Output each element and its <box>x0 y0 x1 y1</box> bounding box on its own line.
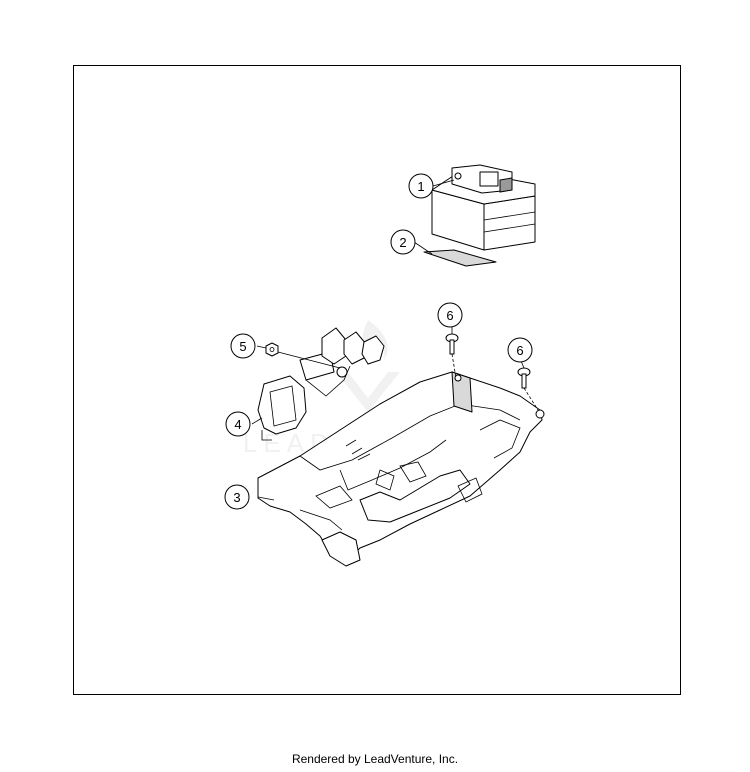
screw-part-b <box>517 367 531 389</box>
diagram-frame <box>73 65 681 695</box>
callout-4-label: 4 <box>234 417 241 432</box>
battery-holder-part <box>257 371 545 567</box>
callout-4: 4 <box>225 411 251 437</box>
battery-part <box>431 164 536 251</box>
callout-6b-label: 6 <box>516 343 523 358</box>
callout-1-label: 1 <box>417 179 424 194</box>
nut-part <box>265 342 279 357</box>
callout-5-label: 5 <box>239 339 246 354</box>
callout-6a: 6 <box>437 302 463 328</box>
callout-1: 1 <box>408 173 434 199</box>
callout-2-label: 2 <box>399 235 406 250</box>
callout-6b: 6 <box>507 337 533 363</box>
screw-part-a <box>445 333 459 355</box>
callout-6a-label: 6 <box>446 308 453 323</box>
battery-pad-part <box>423 249 497 267</box>
callout-3-label: 3 <box>233 490 240 505</box>
callout-2: 2 <box>390 229 416 255</box>
callout-3: 3 <box>224 484 250 510</box>
footer-credit: Rendered by LeadVenture, Inc. <box>291 752 459 766</box>
callout-5: 5 <box>230 333 256 359</box>
relay-bracket-part <box>257 327 385 441</box>
leader-lines <box>251 179 539 501</box>
